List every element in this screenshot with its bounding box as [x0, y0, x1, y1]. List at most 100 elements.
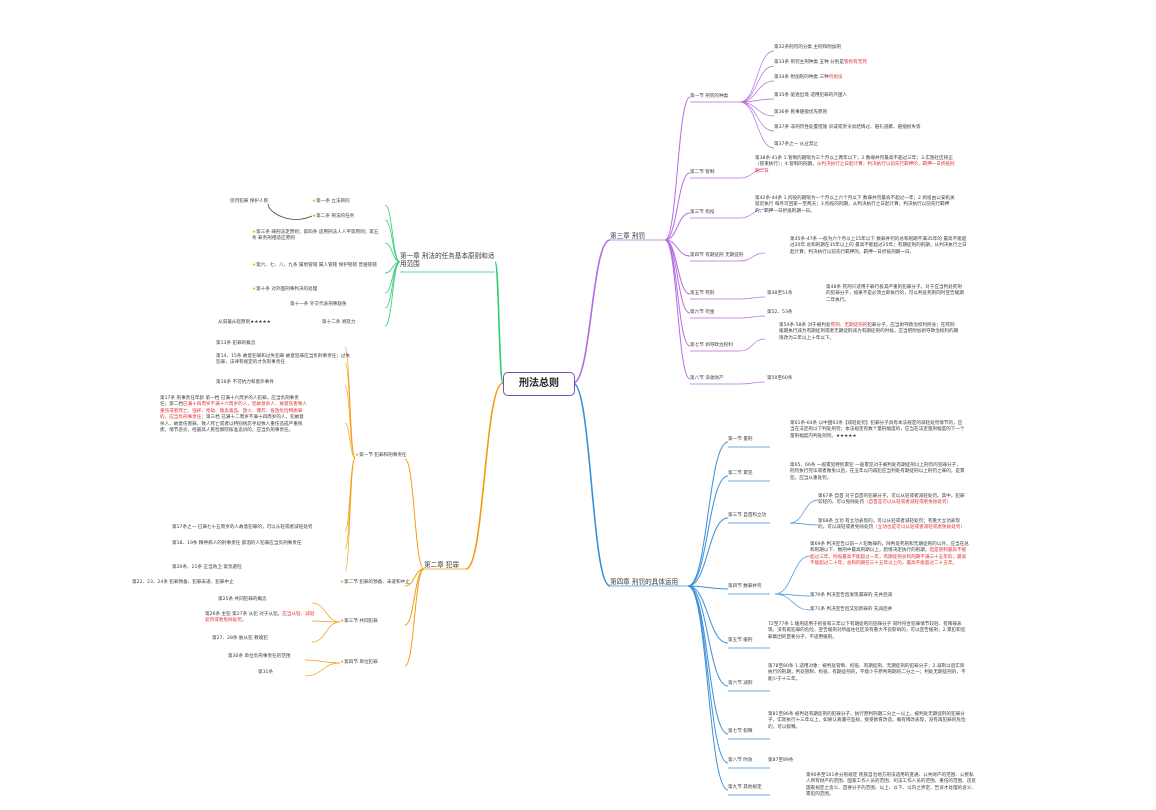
ch4-section-3[interactable]: 第三节 自首和立功: [728, 513, 767, 518]
edge-ch2-s1-i3: [344, 385, 356, 459]
ch4-s5-text: 72至77条 1.缓刑适用于拘役和三年以下有期徒刑的犯罪分子 同时符合犯罪情节较…: [768, 622, 966, 640]
edge-ch2-s1-i6: [344, 457, 356, 550]
ch3-section-2[interactable]: 第二节 管制: [690, 170, 715, 175]
ch3-section-4[interactable]: 第四节 有期徒刑 无期徒刑: [690, 253, 744, 258]
ch4-s6-text: 第78至80条 1.适用对象：被判处管制、拘役、有期徒刑、无期徒刑的犯罪分子；2…: [768, 664, 966, 682]
ch4-section-8[interactable]: 第八节 时效: [728, 758, 753, 763]
edge-ch3-leaf7: [739, 338, 766, 352]
ch4-s3-item-2: 第68条 立功 有立功表现的，可以从轻或者减轻处罚；有重大立功表现的，可以减轻或…: [818, 519, 966, 531]
edge-ch3-s2: [664, 172, 691, 241]
edge-ch3-leaf2: [739, 168, 766, 179]
edge-ch4-s7: [687, 585, 729, 735]
edge-root-ch1: [494, 261, 504, 384]
ch4-s9-text: 第90条至101条分别规定 民族自治地方刑法适用的变通、公共财产的范围、公民私人…: [806, 773, 976, 798]
edge-ch4-s4: [687, 585, 729, 590]
ch1-item-4: ★第六、七、八、九条 属地管辖 属人管辖 保护管辖 普遍管辖: [252, 263, 377, 268]
edge-ch4-s5: [687, 585, 729, 644]
edge-ch1-i3: [384, 242, 401, 263]
ch3-s1-item-2: 第33条 刑罚主刑种类 五种 分别是管拘有无死: [774, 60, 867, 65]
ch3-section-1[interactable]: 第一节 刑罚的种类: [690, 94, 729, 99]
ch2-s2-sub: 第22、23、24条 犯罪预备、犯罪未遂、犯罪中止: [132, 580, 234, 585]
ch2-s1-item-5: 第17条之一 已满七十五周岁的人故意犯罪的，可以从轻或者减轻处罚: [172, 525, 313, 530]
ch1-item-1[interactable]: ★第一条 立法目的: [312, 199, 350, 204]
ch1-item-2[interactable]: ★第二条 刑法的任务: [312, 214, 355, 219]
edge-ch4-s3-i1: [789, 499, 819, 524]
edge-ch2-s4-i2: [304, 662, 341, 677]
ch3-s6-mid: 第52、53条: [767, 310, 793, 315]
edge-ch4-s2: [687, 475, 729, 587]
ch3-s2-text: 第38条-41条 1.管制的期限为三个月以上两年以下；2.数罪并罚最高不超过三年…: [755, 156, 955, 174]
edge-ch2-s3-i3: [311, 621, 341, 643]
ch2-s4-item-1: 第30条 单位负刑事责任的范围: [228, 654, 291, 659]
edge-ch3-s6: [664, 239, 691, 314]
ch3-s7-text: 第54条-58条 对于被判处死刑、无期徒刑的犯罪分子，应当剥夺政治权利终身；在死…: [779, 323, 959, 341]
ch4-section-9[interactable]: 第九节 其他规定: [728, 785, 762, 790]
ch1-item-6: 第十一条 外交代表刑事豁免: [290, 302, 347, 307]
ch4-section-5[interactable]: 第五节 缓刑: [728, 638, 753, 643]
chapter-2-node[interactable]: 第二章 犯罪: [424, 561, 460, 569]
ch4-section-4[interactable]: 第四节 数罪并罚: [728, 584, 762, 589]
edge-ch3-s1: [664, 96, 691, 241]
ch2-s1-item-7: 第20条、21条 正当防卫 紧急避险: [172, 565, 242, 570]
ch4-s4-item-3: 第71条 判决宣告后又犯新罪的 先减后并: [810, 607, 893, 612]
ch4-s1-text: 第61条-64条 以中国63条【减轻处罚】犯罪分子具有本法规定的减轻处罚情节的，…: [790, 421, 965, 439]
ch1-item-7[interactable]: 第十二条 溯及力: [322, 320, 356, 325]
edge-ch2-s1-i4: [344, 422, 356, 459]
chapter-3-node[interactable]: 第三章 刑罚: [610, 232, 646, 240]
edge-ch2-s3-i1: [311, 602, 341, 623]
ch3-s1-item-1: 第32条刑罚的分类 主刑和附加刑: [774, 45, 842, 50]
ch3-section-6[interactable]: 第六节 罚金: [690, 310, 715, 315]
ch2-s3-item-3: 第27、28条 胁从犯 教唆犯: [212, 636, 268, 641]
ch4-section-7[interactable]: 第七节 假释: [728, 729, 753, 734]
edge-ch4-s3: [687, 517, 729, 587]
edge-ch3-s1-i6: [739, 101, 775, 132]
ch2-s4-item-2: 第31条: [258, 670, 274, 675]
ch4-s4-item-1: 第69条 判决宣告以前一人犯数罪的，除判处死刑和无期徒刑的以外，应当在总和刑期以…: [810, 542, 969, 567]
ch4-s3-item-1: 第67条 自首 对于自首的犯罪分子，可以从轻或者减轻处罚。其中，犯罪较轻的，可以…: [818, 494, 965, 506]
ch3-s4-text: 第45条-47条 一般为六个月以上15年以下 数罪并罚的总和刑期不满35年的 最…: [790, 237, 967, 255]
ch2-s3-item-1: 第25条 共同犯罪的概念: [218, 597, 267, 602]
ch3-section-3[interactable]: 第三节 拘役: [690, 210, 715, 215]
chapter-4-node[interactable]: 第四章 刑罚的具体运用: [610, 578, 679, 586]
ch4-section-2[interactable]: 第二节 累犯: [728, 471, 753, 476]
edge-ch3-leaf6: [739, 315, 766, 319]
ch2-section-4[interactable]: ★第四节 单位犯罪: [340, 660, 378, 665]
edge-ch4-s4-i1: [774, 555, 811, 595]
ch4-s2-text: 第65、66条 一般累犯特别累犯 一般累犯对于被判处有期徒刑以上刑罚的犯罪分子，…: [790, 463, 965, 481]
ch1-item-1-sub: 惩罚犯罪 保护人民: [230, 199, 269, 204]
edge-root-ch4: [572, 382, 611, 587]
edge-ch3-s1-i5: [739, 101, 775, 117]
edge-ch3-s8: [664, 239, 691, 380]
ch3-s1-item-6: 第37条 非刑罚性处置措施 训诫或责令具结悔过、赔礼道歉、赔偿损失等: [774, 125, 921, 130]
ch2-s1-item-2: 第14、15条 故意犯罪和过失犯罪 故意犯罪应当负刑事责任；过失犯罪，法律有规定…: [216, 354, 351, 366]
ch1-item-3: ★第三条 罪刑法定原则；第四条 适用刑法人人平等原则；第五条 罪责刑相适应原则: [252, 230, 379, 242]
ch3-section-8[interactable]: 第八节 没收财产: [690, 376, 724, 381]
edge-ch1-i6: [384, 261, 401, 309]
edge-ch4-s1: [687, 441, 729, 587]
relation-arrow: [267, 203, 313, 220]
ch4-section-6[interactable]: 第六节 减刑: [728, 681, 753, 686]
edge-ch3-s1-i3: [739, 80, 775, 103]
edge-ch2-s4: [404, 568, 425, 667]
ch3-s1-item-3: 第34条 附加刑的种类 三种罚剥没: [774, 75, 843, 80]
chapter-1-node[interactable]: 第一章 刑法的任务基本原则和适用范围: [400, 252, 495, 268]
ch4-s4-item-2: 第70条 判决宣告后发现漏罪的 先并后减: [810, 593, 893, 598]
edge-ch3-s1-i2: [739, 65, 775, 103]
ch2-section-3[interactable]: ★第三节 共同犯罪: [340, 619, 378, 624]
edge-ch1-i2: [384, 219, 401, 263]
ch4-section-1[interactable]: 第一节 量刑: [728, 437, 753, 442]
ch2-section-2[interactable]: ★第二节 犯罪的预备、未遂和中止: [340, 580, 410, 585]
ch4-s7-text: 第81至86条 被判处有期徒刑的犯罪分子，执行原判刑期二分之一以上，被判处无期徒…: [768, 712, 966, 730]
ch3-s8-mid: 第59至60条: [767, 376, 793, 381]
edge-ch2-s1: [404, 458, 425, 570]
edge-ch3-leaf3: [739, 208, 766, 219]
edge-ch2-s1-i2: [344, 362, 356, 459]
root-node[interactable]: 刑法总则: [503, 372, 575, 396]
ch3-section-5[interactable]: 第五节 死刑: [690, 291, 715, 296]
edge-root-ch2: [465, 382, 504, 570]
ch2-s1-item-3: 第16条 不可抗力和意外事件: [216, 380, 274, 385]
ch3-section-7[interactable]: 第七节 剥夺政治权利: [690, 343, 733, 348]
ch2-section-1[interactable]: ★第一节 犯罪和刑事责任: [355, 453, 407, 458]
